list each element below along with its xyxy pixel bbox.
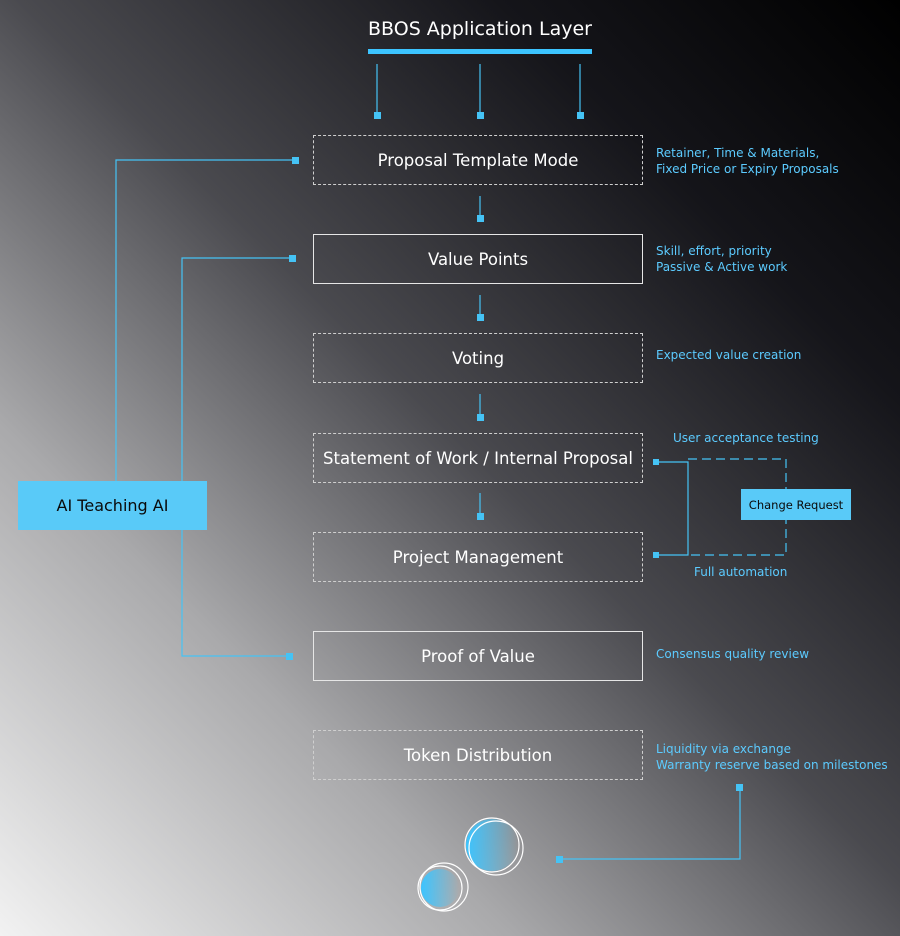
- note-value-points-line-1: Skill, effort, priority: [656, 244, 772, 258]
- coin-circles-icon: [417, 817, 524, 912]
- title-underline: [368, 49, 592, 54]
- step-voting: Voting: [313, 333, 643, 383]
- step-statement-of-work: Statement of Work / Internal Proposal: [313, 433, 643, 483]
- change-request-node: Change Request: [741, 489, 851, 520]
- diagram-title: BBOS Application Layer: [368, 18, 592, 40]
- step-proof-of-value: Proof of Value: [313, 631, 643, 681]
- note-token-distribution-line-2: Warranty reserve based on milestones: [656, 758, 888, 772]
- note-voting: Expected value creation: [656, 348, 802, 362]
- note-full-automation: Full automation: [694, 565, 788, 579]
- note-proposal-template-line-2: Fixed Price or Expiry Proposals: [656, 162, 839, 176]
- note-user-acceptance-testing: User acceptance testing: [673, 431, 819, 445]
- note-proof-of-value: Consensus quality review: [656, 647, 810, 661]
- step-project-management: Project Management: [313, 532, 643, 582]
- ai-teaching-ai-node: AI Teaching AI: [18, 481, 207, 530]
- step-proposal-template-mode: Proposal Template Mode: [313, 135, 643, 185]
- note-proposal-template-line-1: Retainer, Time & Materials,: [656, 146, 820, 160]
- step-value-points: Value Points: [313, 234, 643, 284]
- note-value-points-line-2: Passive & Active work: [656, 260, 788, 274]
- note-token-distribution-line-1: Liquidity via exchange: [656, 742, 791, 756]
- step-token-distribution: Token Distribution: [313, 730, 643, 780]
